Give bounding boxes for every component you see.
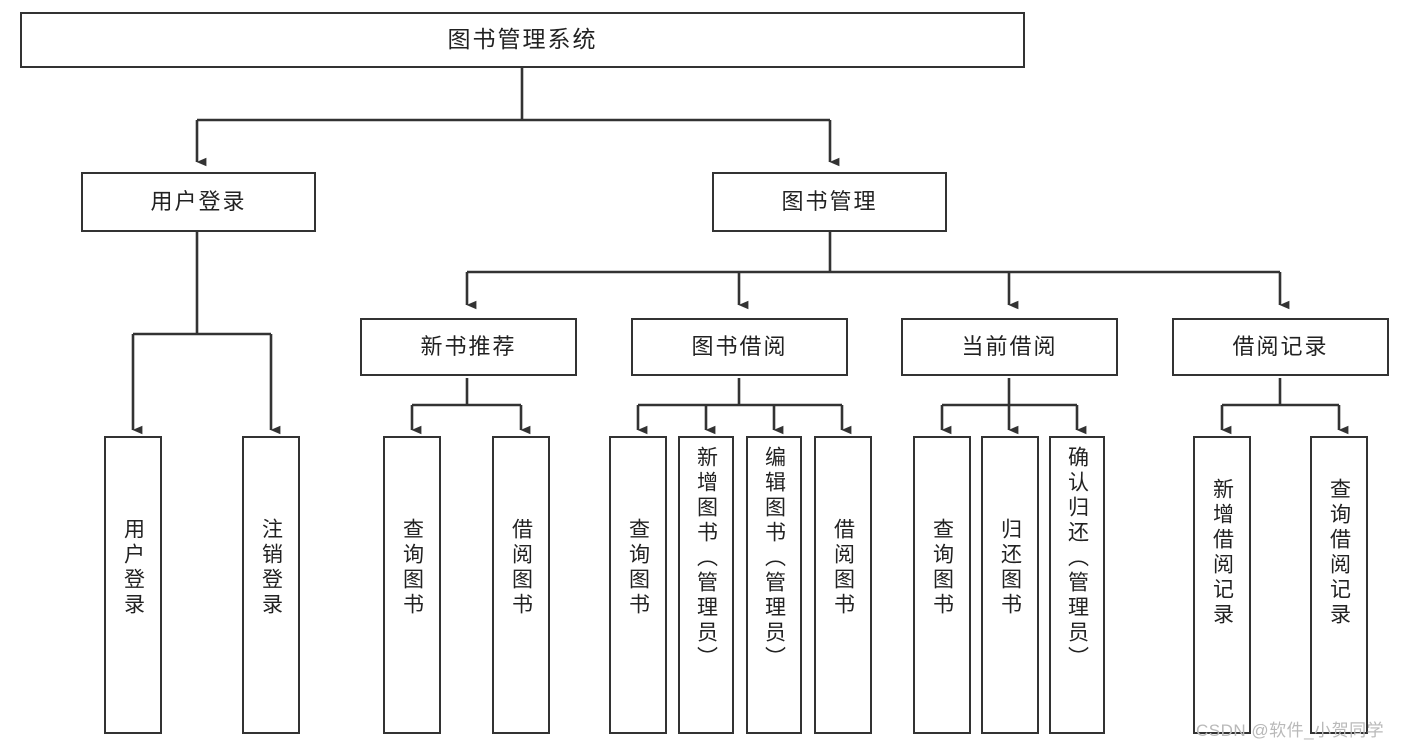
leaf-query-borrow-record[interactable]: 查询借阅记录 <box>1310 436 1368 734</box>
node-label: 新书推荐 <box>420 333 517 359</box>
node-current-borrow[interactable]: 当前借阅 <box>901 318 1118 376</box>
leaf-logout-login[interactable]: 注销登录 <box>242 436 300 734</box>
node-label: 新增借阅记录 <box>1210 478 1234 628</box>
node-label: 确认归还（管理员） <box>1065 446 1089 671</box>
node-book-manage[interactable]: 图书管理 <box>712 172 947 232</box>
node-new-book-recommend[interactable]: 新书推荐 <box>360 318 577 376</box>
node-label: 查询图书 <box>626 518 650 618</box>
csdn-watermark: CSDN @软件_小贺同学 <box>1196 721 1385 740</box>
node-label: 图书管理 <box>781 188 878 214</box>
node-user-login[interactable]: 用户登录 <box>81 172 316 232</box>
node-root-book-management-system[interactable]: 图书管理系统 <box>20 12 1025 68</box>
node-label: 新增图书（管理员） <box>694 446 718 671</box>
node-label: 注销登录 <box>259 518 283 618</box>
leaf-borrow-book-new-recommend[interactable]: 借阅图书 <box>492 436 550 734</box>
node-label: 归还图书 <box>998 518 1022 618</box>
node-label: 当前借阅 <box>961 333 1058 359</box>
leaf-confirm-return-admin[interactable]: 确认归还（管理员） <box>1049 436 1105 734</box>
leaf-user-login[interactable]: 用户登录 <box>104 436 162 734</box>
node-label: 图书管理系统 <box>447 26 598 53</box>
node-label: 用户登录 <box>121 518 145 618</box>
leaf-return-book[interactable]: 归还图书 <box>981 436 1039 734</box>
node-label: 查询借阅记录 <box>1327 478 1351 628</box>
leaf-add-book-admin[interactable]: 新增图书（管理员） <box>678 436 734 734</box>
node-label: 借阅图书 <box>509 518 533 618</box>
leaf-borrow-book-borrow[interactable]: 借阅图书 <box>814 436 872 734</box>
node-label: 用户登录 <box>150 188 247 214</box>
leaf-query-book-current[interactable]: 查询图书 <box>913 436 971 734</box>
node-label: 借阅图书 <box>831 518 855 618</box>
node-label: 借阅记录 <box>1232 333 1329 359</box>
leaf-edit-book-admin[interactable]: 编辑图书（管理员） <box>746 436 802 734</box>
node-label: 查询图书 <box>930 518 954 618</box>
node-book-borrow[interactable]: 图书借阅 <box>631 318 848 376</box>
node-label: 编辑图书（管理员） <box>762 446 786 671</box>
leaf-add-borrow-record[interactable]: 新增借阅记录 <box>1193 436 1251 734</box>
leaf-query-book-borrow[interactable]: 查询图书 <box>609 436 667 734</box>
node-label: 图书借阅 <box>691 333 788 359</box>
leaf-query-book-new-recommend[interactable]: 查询图书 <box>383 436 441 734</box>
node-borrow-record[interactable]: 借阅记录 <box>1172 318 1389 376</box>
node-label: 查询图书 <box>400 518 424 618</box>
